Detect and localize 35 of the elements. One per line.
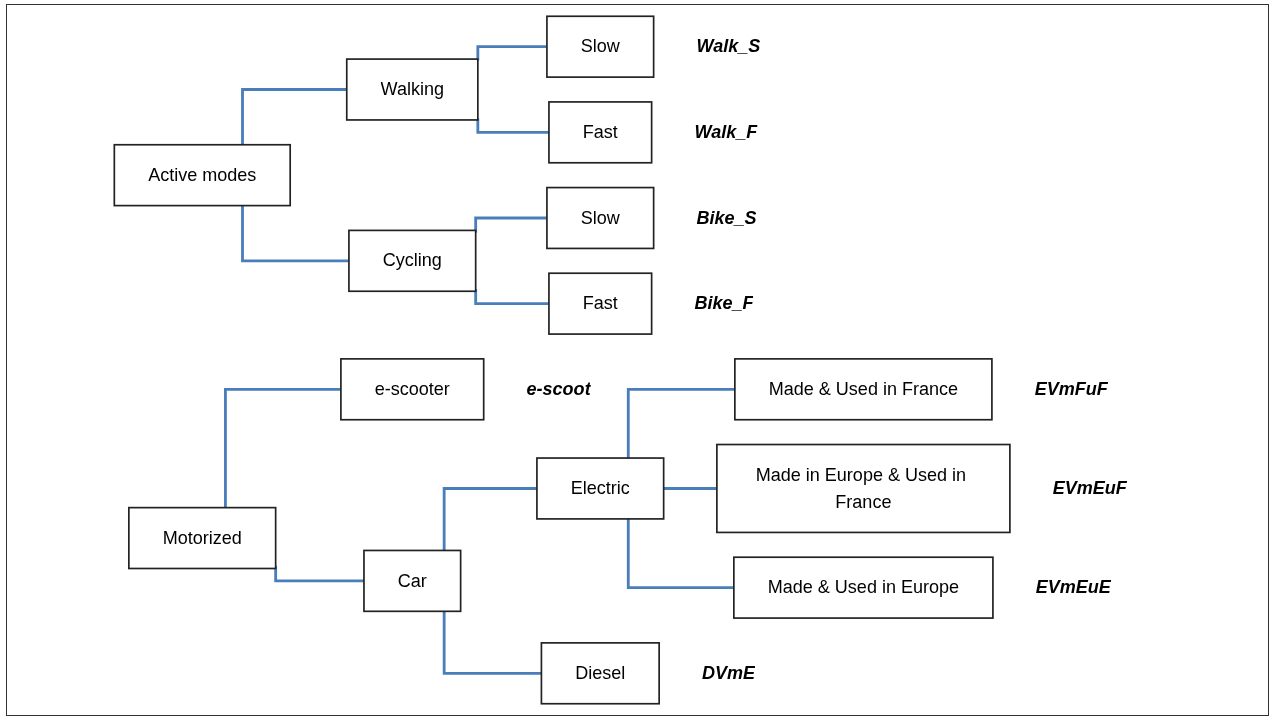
node-box: Electric [536,457,665,520]
node-label: EVmEuF [1052,478,1127,498]
connector [442,611,542,675]
node-box: Cycling [348,229,477,293]
connector [474,216,547,233]
node-box: Slow [546,15,655,78]
node-box: Made & Used in France [734,358,993,421]
node-label: DVmE [701,663,756,683]
node-box: Motorized [128,506,277,570]
node-box: Walking [345,58,479,121]
node-label: EVmEuE [1035,577,1111,597]
connector [224,387,341,508]
node-label: e-scoot [526,379,591,399]
node-label: Walk_S [696,36,761,56]
node-box: Car [363,549,462,613]
connector [476,45,547,61]
node-label: EVmFuF [1034,379,1108,399]
connector [274,565,364,583]
node-box: Active modes [113,143,292,207]
node-label: Bike_F [694,293,754,313]
node-box: Diesel [540,642,660,705]
node-box: Made & Used in Europe [733,556,994,619]
node-label: Bike_S [696,207,757,228]
node-box: Fast [548,101,653,164]
connector [241,205,349,263]
connector [442,487,537,551]
connector [626,387,735,459]
connector [476,118,549,134]
node-box: Made in Europe & Used in France [716,443,1011,534]
connector [626,518,734,590]
node-box: Slow [546,186,655,250]
node-box: Fast [548,272,653,335]
node-box: e-scooter [340,358,485,421]
node-label: Walk_F [694,122,758,142]
connector [241,88,347,145]
